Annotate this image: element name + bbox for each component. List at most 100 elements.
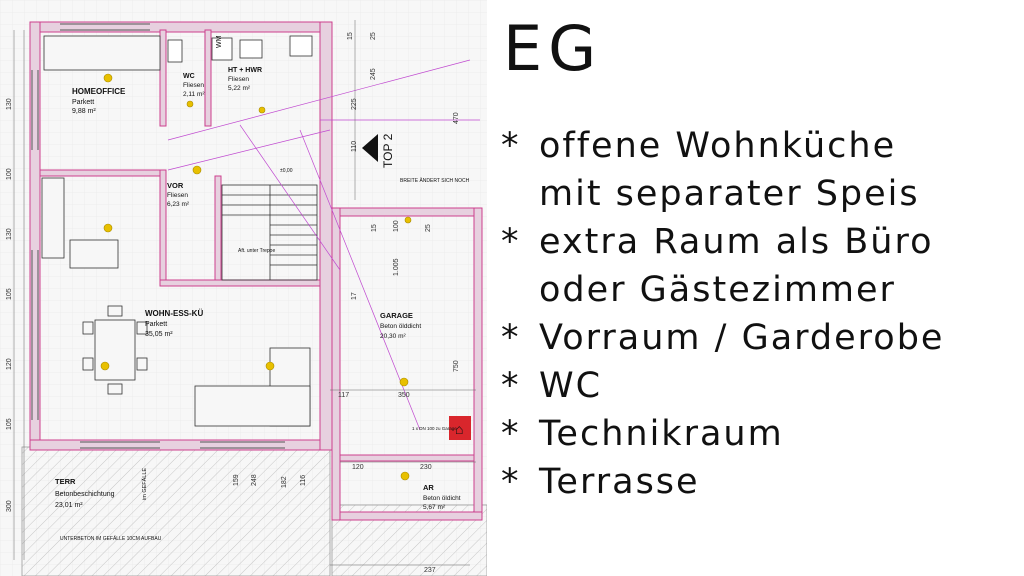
dimension-label: 100	[393, 220, 400, 232]
room-area: 6,23 m²	[167, 201, 190, 208]
bullet-marker: *	[501, 366, 521, 406]
room-name: WC	[183, 73, 195, 80]
dimension-numbers: 245 25 470 15 130 130 100 105 120 105 11…	[6, 32, 460, 574]
dimension-label: 117	[338, 392, 349, 399]
fire-extinguisher-icon	[449, 416, 471, 440]
dimension-label: 25	[370, 32, 377, 40]
room-area: 5,67 m²	[423, 504, 446, 511]
level-label: ±0,00	[280, 168, 293, 174]
misc-labels: TOP 2 WM Aft. unter Treppe BREITE ÄNDERT…	[60, 35, 470, 542]
sofa	[194, 347, 311, 427]
floor-plan-drawing: ⌂ HOMEOFFICE Parkett 9,88 m² WC Fliesen …	[0, 0, 487, 576]
feature-item: * Technikraum	[501, 410, 944, 458]
room-name: AR	[423, 483, 434, 492]
feature-list: * offene Wohnküche mit separater Speis * e…	[501, 122, 944, 506]
features-panel: EG * offene Wohnküche mit separater Speis…	[487, 0, 1024, 576]
dining-table	[82, 305, 148, 395]
dimension-label: 225	[351, 98, 358, 110]
room-area: 5,22 m²	[228, 85, 251, 92]
room-name: HOMEOFFICE	[72, 87, 126, 96]
light-markers	[100, 73, 412, 481]
dimension-label: 17	[351, 292, 358, 300]
feature-item: * WC	[501, 362, 944, 410]
room-floor: Fliesen	[167, 192, 188, 199]
dimension-label: 470	[453, 112, 460, 124]
room-area: 9,88 m²	[72, 108, 96, 115]
room-name: GARAGE	[380, 311, 413, 320]
room-floor: Beton öldicht	[423, 495, 461, 502]
room-area: 2,11 m²	[183, 91, 205, 98]
room-labels: HOMEOFFICE Parkett 9,88 m² WC Fliesen 2,…	[55, 67, 461, 511]
feature-text: Technikraum	[539, 414, 784, 454]
feature-item: * extra Raum als Büro	[501, 218, 944, 266]
bullet-marker: *	[501, 126, 521, 166]
bullet-marker: *	[501, 462, 521, 502]
room-name: VOR	[167, 181, 184, 190]
dimension-label: 105	[6, 288, 13, 300]
feature-text: offene Wohnküche	[539, 126, 897, 166]
room-area: 20,30 m²	[380, 333, 406, 340]
gefaelle-label: im GEFÄLLE	[141, 468, 148, 500]
top-2-arrow-icon	[362, 134, 378, 162]
stair-label: Aft. unter Treppe	[238, 248, 275, 254]
room-floor: Beton ölddicht	[380, 323, 421, 330]
dimension-label: 300	[6, 500, 13, 512]
dimension-label: 350	[398, 392, 410, 399]
dimension-label: 248	[251, 474, 258, 486]
dimension-label: 159	[233, 474, 240, 486]
dimension-label: 110	[351, 141, 358, 152]
feature-item: * Vorraum / Garderobe	[501, 314, 944, 362]
kitchen-counter	[41, 35, 161, 269]
window-marks	[31, 23, 285, 449]
feature-item: * offene Wohnküche	[501, 122, 944, 170]
feature-item: mit separater Speis	[501, 170, 944, 218]
dimension-label: 15	[371, 224, 378, 232]
dimension-label: 230	[420, 464, 432, 471]
top-2-label: TOP 2	[381, 133, 395, 168]
dimension-lines	[13, 20, 476, 566]
dimension-label: 130	[6, 228, 13, 240]
dimension-label: 105	[6, 418, 13, 430]
feature-item: *Terrasse	[501, 458, 944, 506]
dimension-label: 120	[6, 358, 13, 370]
dimension-label: 182	[281, 476, 288, 488]
room-floor: Parkett	[72, 99, 94, 106]
unterbeton-label: UNTERBETON IM GEFÄLLE 10CM AUFBAU	[60, 535, 162, 542]
room-name: WOHN-ESS-KÜ	[145, 309, 203, 318]
feature-text: oder Gästezimmer	[539, 270, 896, 310]
feature-text: mit separater Speis	[539, 174, 920, 214]
bullet-marker: *	[501, 222, 521, 262]
dimension-label: 245	[370, 68, 377, 80]
bathroom-fixtures	[167, 35, 313, 63]
dimension-label: 237	[424, 567, 436, 574]
terrace-area	[21, 446, 331, 576]
dimension-label: 25	[425, 224, 432, 232]
dimension-label: 116	[300, 475, 307, 486]
room-area: 23,01 m²	[55, 502, 83, 509]
room-floor: Fliesen	[183, 82, 204, 89]
room-floor: Parkett	[145, 321, 167, 328]
room-area: 35,05 m²	[145, 331, 173, 338]
width-note-label: BREITE ÄNDERT SICH NOCH	[400, 177, 470, 184]
bullet-marker: *	[501, 318, 521, 358]
wm-label: WM	[216, 35, 223, 48]
floor-title: EG	[503, 12, 603, 85]
staircase	[221, 184, 318, 281]
svg-text:⌂: ⌂	[455, 421, 463, 437]
dimension-label: 750	[453, 360, 460, 372]
room-name: HT + HWR	[228, 67, 262, 74]
bullet-marker: *	[501, 414, 521, 454]
dimension-label: 15	[347, 32, 354, 40]
room-floor: Betonbeschichtung	[55, 491, 115, 498]
feature-text: extra Raum als Büro	[539, 222, 934, 262]
house-walls	[29, 21, 483, 521]
feature-item: oder Gästezimmer	[501, 266, 944, 314]
feature-text: Vorraum / Garderobe	[539, 318, 945, 358]
feature-text: WC	[539, 366, 603, 406]
room-name: TERR	[55, 477, 76, 486]
room-floor: Fliesen	[228, 76, 249, 83]
dimension-label: 130	[6, 98, 13, 110]
floor-plan-panel: ⌂ HOMEOFFICE Parkett 9,88 m² WC Fliesen …	[0, 0, 487, 576]
service-lines	[167, 59, 480, 431]
dimension-label: 100	[6, 168, 13, 180]
